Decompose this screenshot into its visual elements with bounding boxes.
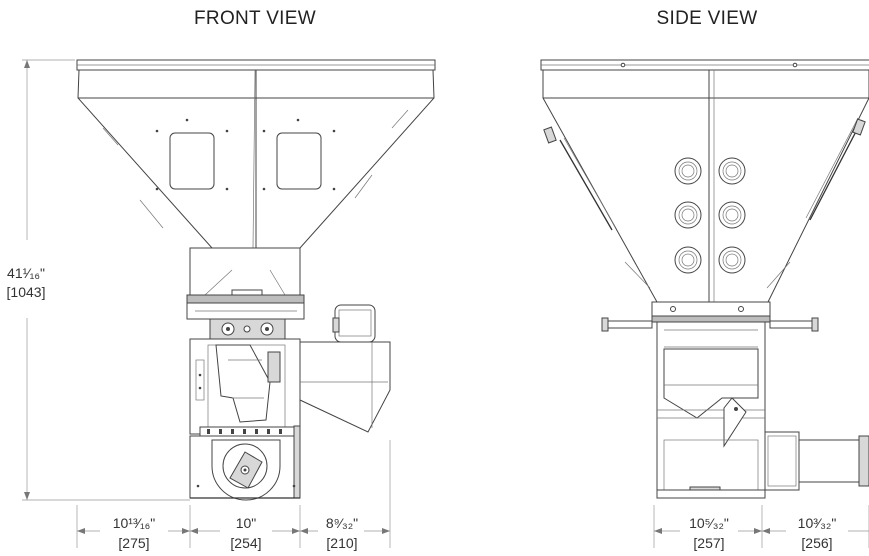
front-left-dim-metric: [275]	[118, 535, 149, 551]
front-right-dim-imperial: 8⁹⁄₃₂"	[326, 515, 358, 531]
front-center-dim-metric: [254]	[230, 535, 261, 551]
side-left-dim-metric: [257]	[693, 535, 724, 551]
height-dim-metric: [1043]	[7, 284, 46, 300]
side-left-dim-imperial: 10⁵⁄₃₂"	[689, 515, 729, 531]
side-width-dimensions: 10⁵⁄₃₂" [257] 10³⁄₃₂" [256]	[653, 505, 869, 551]
side-view-drawing	[540, 59, 869, 499]
front-view-drawing	[76, 59, 436, 501]
side-view-title: SIDE VIEW	[657, 8, 758, 29]
front-center-dim-imperial: 10"	[236, 515, 257, 531]
front-view-title: FRONT VIEW	[194, 8, 316, 29]
front-left-dim-imperial: 10¹³⁄₁₆"	[113, 515, 156, 531]
side-right-dim-metric: [256]	[801, 535, 832, 551]
front-width-dimensions: 10¹³⁄₁₆" [275] 10" [254] 8⁹⁄₃₂" [210]	[76, 440, 391, 551]
height-dimension: 41¹⁄₁₆" [1043]	[7, 59, 190, 501]
front-right-dim-metric: [210]	[326, 535, 357, 551]
side-right-dim-imperial: 10³⁄₃₂"	[798, 515, 837, 531]
height-dim-imperial: 41¹⁄₁₆"	[7, 265, 45, 281]
